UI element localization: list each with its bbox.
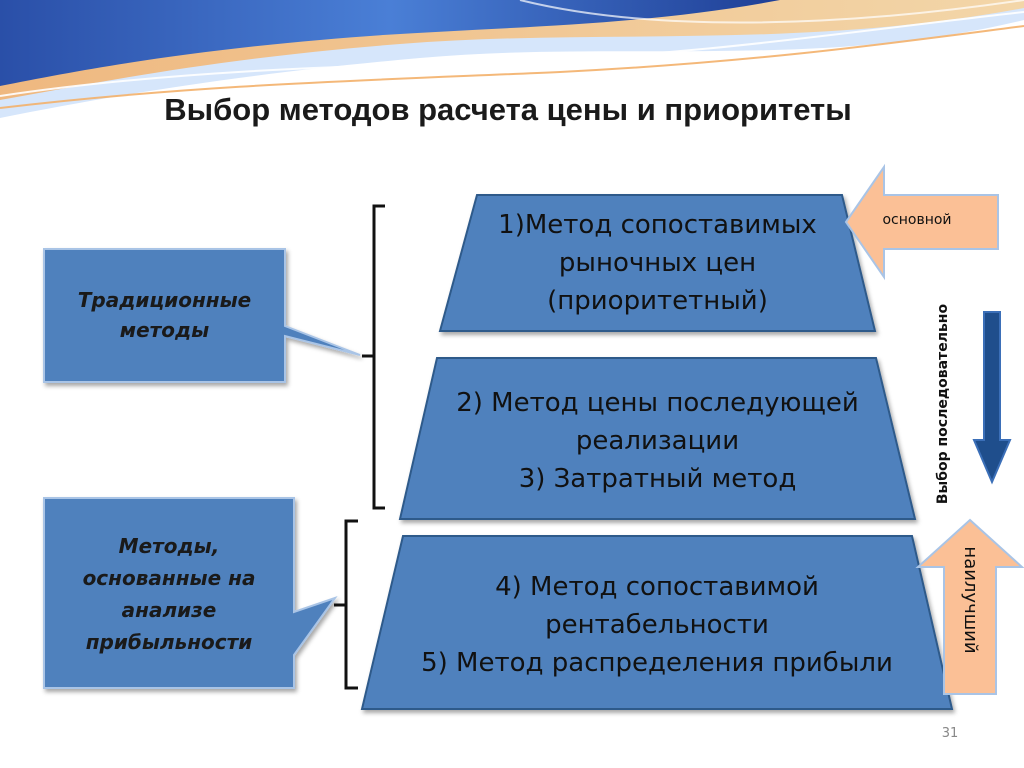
main-arrow-icon: [844, 163, 999, 281]
traditional-line-2: методы: [119, 318, 210, 342]
tier-2-line-2: реализации: [575, 426, 740, 456]
tier-3-line-2: рентабельности: [545, 610, 769, 640]
traditional-callout-shape: [43, 248, 361, 383]
tier-3-shape: [360, 535, 954, 710]
tier-3-line-3: 5) Метод распределения прибыли: [421, 648, 893, 678]
profit-callout-shape: [43, 497, 338, 689]
sequence-down-arrow-icon: [972, 311, 1012, 485]
tier-1-line-2: рыночных цен: [558, 248, 757, 278]
tier-1-shape: [438, 194, 877, 332]
tier-2-line-1: 2) Метод цены последующей: [456, 388, 859, 418]
traditional-callout-text: Традиционные методы: [44, 285, 285, 345]
profit-bracket: [334, 519, 358, 690]
sequence-label: Выбор последовательно: [935, 303, 951, 505]
tier-1-text: 1)Метод сопоставимых рыночных цен (приор…: [440, 206, 875, 320]
slide-title: Выбор методов расчета цены и приоритеты: [164, 92, 852, 127]
traditional-bracket: [362, 204, 385, 510]
profit-line-4: прибыльности: [85, 630, 253, 654]
best-up-arrow-icon: [915, 518, 1024, 695]
tier-2-shape: [398, 357, 917, 520]
main-arrow-label: основной: [882, 212, 952, 228]
profit-line-3: анализе: [121, 598, 217, 622]
profit-callout-text: Методы, основанные на анализе прибыльнос…: [44, 530, 294, 658]
profit-line-2: основанные на: [82, 566, 256, 590]
best-arrow-label: наилучший: [960, 546, 981, 654]
tier-3-line-1: 4) Метод сопоставимой: [495, 572, 819, 602]
traditional-line-1: Традиционные: [77, 288, 252, 312]
tier-1-line-1: 1)Метод сопоставимых: [498, 210, 817, 240]
header-decoration: [0, 0, 1024, 118]
tier-2-text: 2) Метод цены последующей реализации 3) …: [400, 384, 915, 498]
page-number: 31: [941, 726, 959, 741]
profit-line-1: Методы,: [118, 534, 220, 558]
tier-1-line-3: (приоритетный): [547, 286, 768, 316]
tier-2-line-3: 3) Затратный метод: [518, 464, 797, 494]
tier-3-text: 4) Метод сопоставимой рентабельности 5) …: [362, 568, 952, 682]
